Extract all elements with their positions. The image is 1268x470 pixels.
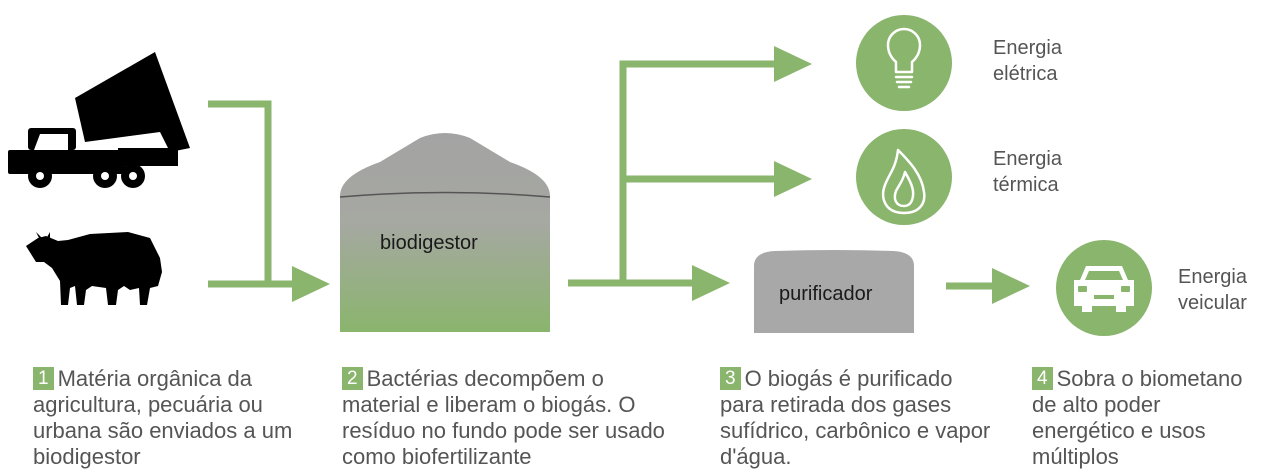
step-3-text: O biogás é purificado para retirada dos …: [720, 366, 991, 469]
arrow-to-biodigestor: [292, 266, 330, 302]
thermal-energy-line1: Energia: [993, 148, 1062, 170]
purificador-tank: [754, 250, 914, 333]
step-4-number: 4: [1032, 367, 1053, 390]
step-2-text: Bactérias decompõem o material e liberam…: [342, 366, 665, 469]
vehicle-energy-line2: veicular: [1178, 292, 1247, 314]
arrow-to-purificador: [692, 265, 730, 301]
truck-icon: [8, 52, 190, 188]
lightbulb-icon: [886, 27, 922, 89]
vehicle-energy-label: Energia veicular: [1178, 264, 1247, 316]
input-connector: [208, 100, 296, 288]
thermal-energy-label: Energia térmica: [993, 146, 1062, 198]
car-icon: [1074, 266, 1134, 312]
cow-icon: [26, 232, 162, 305]
electric-energy-line2: elétrica: [993, 63, 1058, 85]
biogas-distribution-lines: [568, 60, 778, 287]
biodigestor-label: biodigestor: [380, 232, 478, 254]
arrow-to-vehicle: [992, 268, 1030, 304]
step-1-text: Matéria orgânica da agricultura, pecuári…: [33, 366, 293, 469]
step-3-number: 3: [720, 367, 741, 390]
electric-energy-line1: Energia: [993, 37, 1062, 59]
purificador-label: purificador: [779, 283, 873, 305]
arrow-to-thermal: [774, 161, 812, 197]
thermal-energy-line2: térmica: [993, 174, 1059, 196]
electric-energy-circle: [856, 15, 952, 111]
step-1-number: 1: [33, 367, 54, 390]
step-2-number: 2: [342, 367, 363, 390]
flame-icon: [881, 148, 926, 215]
biodigestor-tank: [339, 133, 551, 332]
step-4-text: Sobra o biometano de alto poder energéti…: [1032, 366, 1243, 469]
electric-energy-label: Energia elétrica: [993, 35, 1062, 87]
vehicle-energy-line1: Energia: [1178, 266, 1247, 288]
arrow-to-electric: [774, 46, 812, 82]
